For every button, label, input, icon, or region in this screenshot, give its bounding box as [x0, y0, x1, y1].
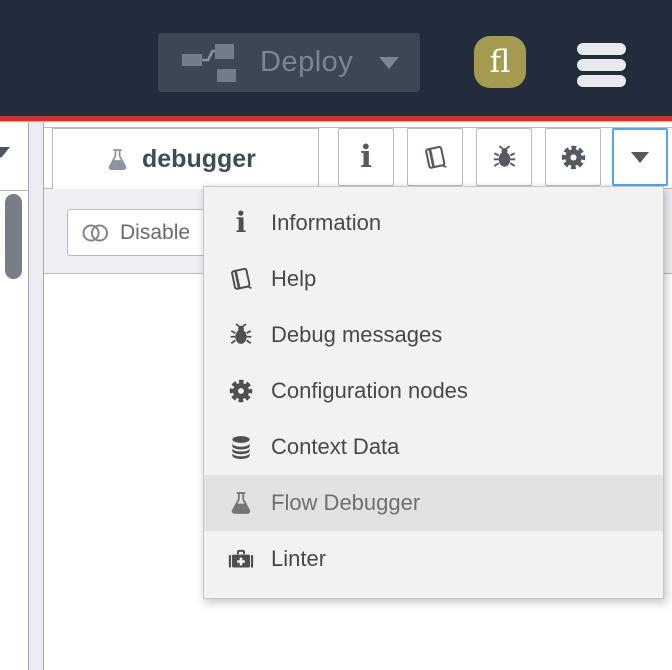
panel-resize-gutter[interactable] — [28, 122, 44, 670]
menu-item-information[interactable]: i Information — [235, 206, 382, 239]
menu-item-linter[interactable]: Linter — [204, 531, 663, 587]
info-icon: i — [360, 138, 372, 175]
divider-line — [0, 121, 672, 122]
sidebar-options-menu: i Information Help Debug messages — [203, 186, 664, 599]
bug-icon — [230, 323, 252, 344]
menu-item-context-data[interactable]: Context Data — [204, 419, 663, 475]
toggle-off-icon — [82, 223, 109, 242]
divider-line — [0, 127, 672, 128]
help-button[interactable] — [407, 128, 463, 186]
deploy-button-label: Deploy — [260, 46, 354, 78]
divider-line — [0, 190, 28, 191]
book-icon — [231, 267, 252, 290]
chevron-down-icon[interactable] — [0, 147, 10, 158]
database-icon — [232, 436, 250, 460]
menu-item-debug-messages[interactable]: Debug messages — [204, 307, 663, 363]
deploy-flow-icon — [182, 43, 236, 82]
workspace-edge — [0, 122, 28, 670]
tab-debugger[interactable]: debugger — [52, 128, 319, 189]
tab-debugger-label: debugger — [142, 144, 256, 173]
menu-item-configuration-nodes[interactable]: Configuration nodes — [204, 363, 663, 419]
header-accent-line — [0, 116, 672, 121]
deploy-caret-down-icon[interactable] — [379, 56, 400, 69]
disable-button-label: Disable — [120, 220, 191, 244]
medkit-icon — [228, 549, 254, 568]
avatar-initials: fl — [489, 43, 511, 80]
bug-icon — [493, 144, 515, 167]
book-icon — [424, 145, 447, 169]
hamburger-menu-icon[interactable] — [577, 43, 626, 88]
caret-down-icon — [631, 151, 649, 163]
configuration-nodes-button[interactable] — [545, 128, 601, 186]
info-icon: i — [235, 206, 247, 239]
user-avatar[interactable]: fl — [474, 36, 526, 88]
gear-icon — [561, 145, 585, 169]
info-button[interactable]: i — [338, 128, 394, 186]
flask-icon — [231, 492, 251, 514]
debug-messages-button[interactable] — [476, 128, 532, 186]
deploy-button[interactable]: Deploy — [158, 33, 420, 92]
menu-item-help[interactable]: Help — [204, 251, 663, 307]
menu-item-flow-debugger[interactable]: Flow Debugger — [204, 475, 663, 531]
flask-icon — [108, 148, 127, 170]
vertical-scrollbar-thumb[interactable] — [5, 194, 22, 279]
gear-icon — [229, 379, 253, 403]
disable-button[interactable]: Disable — [67, 209, 229, 256]
dropdown-button[interactable] — [612, 128, 668, 186]
